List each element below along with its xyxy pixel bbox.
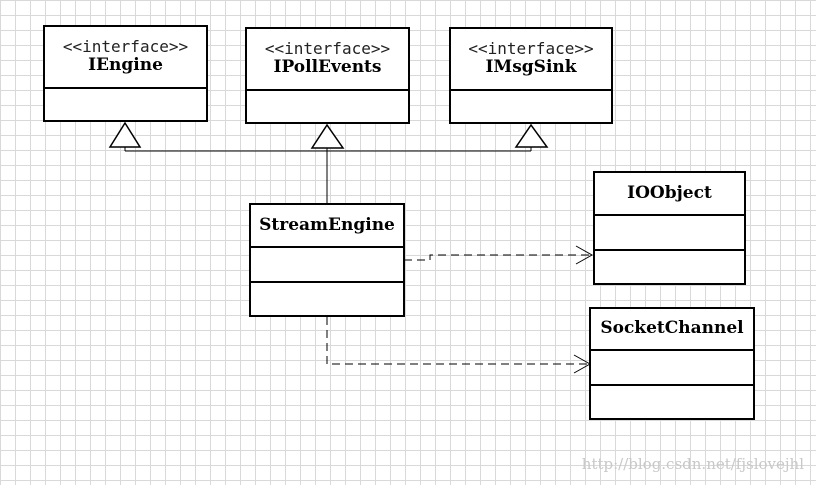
- ioobject-name: IOObject: [627, 182, 712, 203]
- dependency-line-ioobject: [404, 254, 590, 261]
- iengine-interface-box: <<interface>> IEngine: [43, 25, 208, 122]
- realization-arrow-ipollevents: [310, 123, 345, 149]
- socketchannel-header: SocketChannel: [591, 309, 753, 349]
- iengine-header: <<interface>> IEngine: [45, 27, 206, 87]
- imsgsink-stereotype: <<interface>>: [468, 39, 594, 59]
- ioobject-methods: [595, 248, 744, 284]
- ipollevents-interface-box: <<interface>> IPollEvents: [245, 27, 410, 124]
- socketchannel-attributes: [591, 349, 753, 384]
- imsgsink-name: IMsgSink: [485, 57, 577, 78]
- ioobject-attributes: [595, 214, 744, 249]
- ipollevents-members: [247, 89, 408, 122]
- ipollevents-name: IPollEvents: [273, 57, 382, 78]
- socketchannel-name: SocketChannel: [600, 318, 744, 339]
- imsgsink-members: [451, 89, 611, 122]
- streamengine-name: StreamEngine: [259, 214, 395, 235]
- iengine-name: IEngine: [88, 55, 163, 76]
- iengine-stereotype: <<interface>>: [62, 37, 189, 57]
- realization-arrow-imsgsink: [514, 123, 549, 148]
- dependency-line-socketchannel: [326, 317, 588, 365]
- realization-arrow-iengine: [108, 121, 142, 148]
- iengine-members: [45, 87, 206, 120]
- ioobject-class-box: IOObject: [593, 171, 746, 285]
- imsgsink-header: <<interface>> IMsgSink: [451, 29, 611, 89]
- watermark: http://blog.csdn.net/fjslovejhl: [581, 455, 804, 473]
- streamengine-attributes: [251, 246, 403, 281]
- socketchannel-methods: [591, 383, 753, 419]
- streamengine-class-box: StreamEngine: [249, 203, 405, 317]
- ipollevents-stereotype: <<interface>>: [264, 39, 391, 59]
- ioobject-header: IOObject: [595, 173, 744, 214]
- dependency-arrowhead-ioobject: [575, 245, 594, 265]
- imsgsink-interface-box: <<interface>> IMsgSink: [449, 27, 613, 124]
- streamengine-methods: [251, 280, 403, 316]
- socketchannel-class-box: SocketChannel: [589, 307, 755, 420]
- ipollevents-header: <<interface>> IPollEvents: [247, 29, 408, 89]
- streamengine-header: StreamEngine: [251, 205, 403, 246]
